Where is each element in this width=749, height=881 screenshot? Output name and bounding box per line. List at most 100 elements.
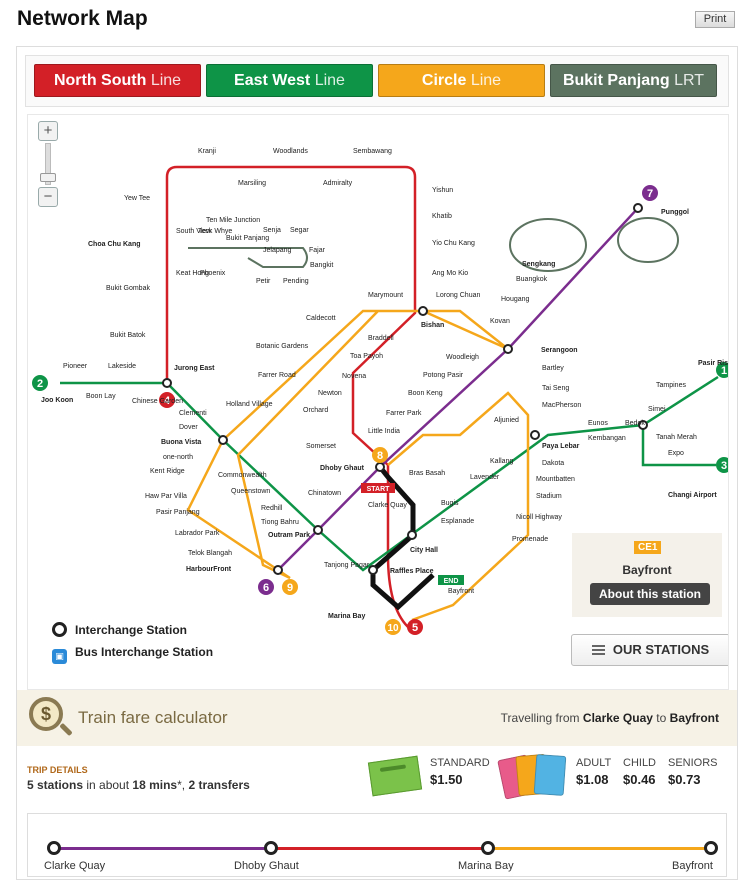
station-label: Queenstown [231, 488, 270, 495]
station-label: Buona Vista [161, 439, 201, 446]
station-label: Kembangan [588, 435, 626, 442]
paya-lebar-interchange [530, 430, 540, 440]
station-label: Tiong Bahru [261, 519, 299, 526]
line-badge-6-text: 6 [263, 582, 269, 594]
station-label: Marsiling [238, 180, 266, 187]
station-label: Potong Pasir [423, 372, 464, 379]
line-filter-bar: North South Line East West Line Circle L… [25, 55, 729, 107]
station-label: Punggol [661, 209, 689, 216]
station-label: Chinatown [308, 490, 341, 497]
station-label: Bayfront [448, 588, 474, 595]
station-code-badge: CE1 [634, 541, 662, 554]
station-label: Clementi [179, 410, 207, 417]
station-label: Novena [342, 373, 366, 380]
bishan-interchange [418, 306, 428, 316]
line-badge-8-text: 8 [377, 450, 383, 462]
route-stop[interactable] [264, 841, 278, 855]
station-label: Serangoon [541, 347, 578, 354]
east-west-line-button[interactable]: East West Line [206, 64, 373, 97]
station-label: Aljunied [494, 417, 519, 424]
station-label: Lavender [470, 474, 500, 481]
route-stop[interactable] [47, 841, 61, 855]
standard-ticket-icon [367, 755, 423, 797]
route-stop-label: Marina Bay [458, 860, 514, 872]
fare-calculator-title: Train fare calculator [78, 708, 228, 727]
legend-bus: ▣Bus Interchange Station [52, 645, 213, 664]
zoom-out-button[interactable]: − [38, 187, 58, 207]
line-badge-3-text: 3 [721, 460, 727, 472]
station-label: Farrer Park [386, 410, 422, 417]
station-label: Commonwealth [218, 472, 267, 479]
station-label: Jelapang [263, 247, 292, 254]
mrt-map[interactable]: + − [27, 114, 729, 690]
station-label: Tanjong Pagar [324, 562, 370, 569]
station-label: Raffles Place [390, 568, 434, 575]
station-label: Bangkit [310, 262, 333, 269]
page-title: Network Map [17, 7, 148, 30]
station-label: Fajar [309, 247, 326, 254]
bukit-panjang-lrt-button[interactable]: Bukit Panjang LRT [550, 64, 717, 97]
station-label: Stadium [536, 493, 562, 500]
harbourfront-interchange [273, 565, 283, 575]
circle-line-button[interactable]: Circle Line [378, 64, 545, 97]
our-stations-button[interactable]: OUR STATIONS [571, 634, 728, 666]
station-label: Braddell [368, 335, 394, 342]
route-stop[interactable] [481, 841, 495, 855]
station-label: Segar [290, 227, 309, 234]
station-label: Lorong Chuan [436, 292, 480, 299]
city-hall-interchange [407, 530, 417, 540]
line-badge-1-text: 1 [721, 365, 727, 377]
station-label: Dhoby Ghaut [320, 465, 365, 472]
station-label: Dakota [542, 460, 564, 467]
selected-route-path [370, 465, 435, 611]
zoom-control: + − [38, 121, 58, 207]
station-label: City Hall [410, 547, 438, 554]
start-marker [361, 483, 395, 493]
about-station-button[interactable]: About this station [590, 583, 710, 605]
seniors-fare: SENIORS$0.73 [668, 757, 718, 787]
end-marker-text: END [444, 578, 459, 585]
station-label: Pasir Panjang [156, 509, 200, 516]
zoom-in-button[interactable]: + [38, 121, 58, 141]
station-label: Tanah Merah [656, 434, 697, 441]
station-label: Boon Keng [408, 390, 443, 397]
station-label: Sengkang [522, 261, 555, 268]
station-label: Tampines [656, 382, 686, 389]
station-label: Bukit Batok [110, 332, 146, 339]
station-label: Outram Park [268, 532, 310, 539]
station-label: Kallang [490, 458, 513, 465]
station-label: Esplanade [441, 518, 474, 525]
station-label: Orchard [303, 407, 328, 414]
trip-details: TRIP DETAILS 5 stations in about 18 mins… [27, 765, 250, 792]
adult-fare: ADULT$1.08 [576, 757, 612, 787]
outram-park-interchange [313, 525, 323, 535]
station-label: Teck Whye [198, 228, 232, 235]
station-label: Bugis [441, 500, 459, 507]
standard-fare: STANDARD$1.50 [430, 757, 490, 787]
north-south-line-button[interactable]: North South Line [34, 64, 201, 97]
station-label: Marina Bay [328, 613, 365, 620]
zoom-slider-handle[interactable] [40, 173, 56, 182]
route-stop[interactable] [704, 841, 718, 855]
serangoon-interchange [503, 344, 513, 354]
station-label: Haw Par Villa [145, 493, 187, 500]
station-label: Bukit Gombak [106, 285, 150, 292]
print-button[interactable]: Print [695, 11, 735, 28]
station-label: Kovan [490, 318, 510, 325]
station-label: Toa Payoh [350, 353, 383, 360]
station-label: Senja [263, 227, 281, 234]
station-label: Kent Ridge [150, 468, 185, 475]
station-label: Hougang [501, 296, 530, 303]
station-label: Little India [368, 428, 400, 435]
station-label: Keat Hong [176, 270, 209, 277]
start-marker-text: START [367, 486, 391, 493]
station-label: Ten Mile Junction [206, 217, 260, 224]
station-label: Simei [648, 406, 666, 413]
zoom-track[interactable] [45, 143, 51, 185]
station-label: Pasir Ris [698, 360, 728, 367]
station-label: Expo [668, 450, 684, 457]
station-label: one-north [163, 454, 193, 461]
station-label: Sembawang [353, 148, 392, 155]
station-label: Yew Tee [124, 195, 150, 202]
line-badge-4 [159, 392, 175, 408]
